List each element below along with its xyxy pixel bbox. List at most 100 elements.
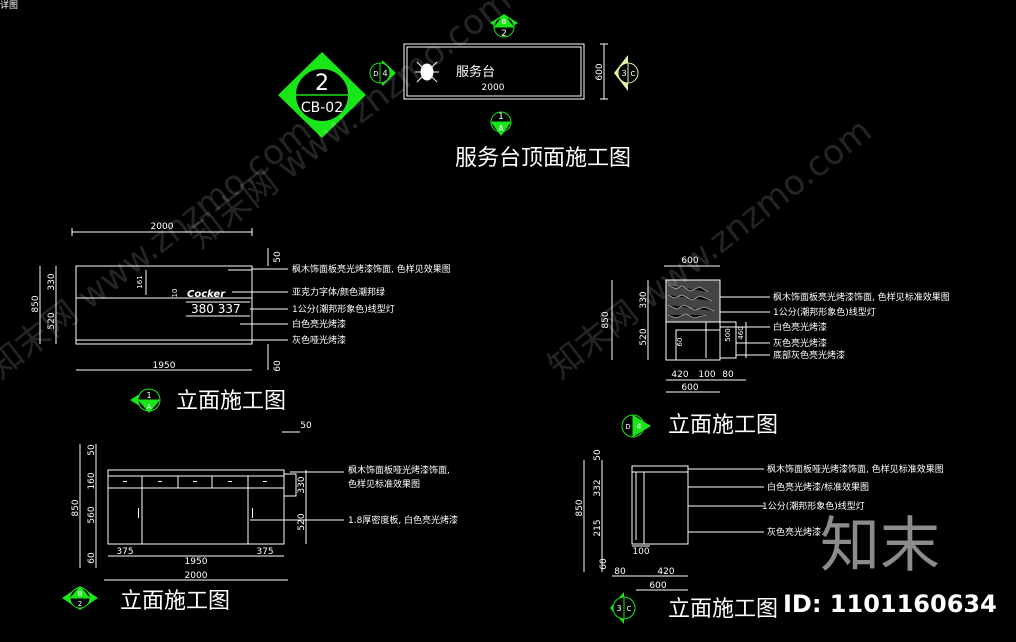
logo-icon: [415, 61, 439, 83]
marker-top-number: B: [502, 18, 507, 26]
ec-dim-420: 420: [657, 567, 674, 577]
ea-dim-60: 60: [273, 360, 283, 372]
desk-label: 服务台: [456, 64, 495, 80]
ed-note-5: 底部灰色亮光烤漆: [773, 349, 845, 361]
eb-marker-sub: 2: [78, 600, 82, 608]
ea-title: 立面施工图: [176, 389, 286, 414]
ec-dim-600: 600: [649, 581, 666, 591]
ed-title: 立面施工图: [668, 413, 778, 438]
elevation-b: 50 850 50 160 560 60 330 520 375 1950 37…: [62, 421, 458, 614]
ea-note-1: 枫木饰面板亮光烤漆饰面, 色样见效果图: [292, 263, 451, 275]
ed-dim-850: 850: [601, 311, 611, 328]
eb-note-3: 1.8厚密度板, 白色亮光烤漆: [348, 514, 458, 526]
ed-note-3: 白色亮光烤漆: [773, 321, 827, 333]
elevation-c: 850 50 332 215 60 100 80 420 600 枫木饰面板哑光…: [575, 449, 944, 624]
desk-width-dim: 2000: [482, 83, 505, 93]
eb-dim-850: 850: [71, 499, 81, 516]
ec-marker-sub: C: [627, 605, 632, 613]
ea-dim-330: 330: [47, 273, 57, 290]
big-marker-number: 2: [315, 71, 329, 96]
eb-title: 立面施工图: [120, 589, 230, 614]
corner-text: 详图: [0, 0, 18, 11]
ec-dim-215: 215: [593, 519, 603, 536]
desk-depth-dim: 600: [595, 63, 605, 80]
ec-dim-332: 332: [593, 479, 603, 496]
desk-outline: [403, 43, 585, 100]
ed-dim-600: 600: [681, 383, 698, 393]
ed-dim-100: 100: [698, 370, 715, 380]
marker-left-sub: 4: [382, 69, 387, 78]
ea-marker: 1 A: [130, 388, 161, 413]
ea-dim-850: 850: [31, 295, 41, 312]
marker-left: D 4: [369, 60, 396, 86]
ec-marker: 3 C: [610, 592, 636, 624]
ec-note-3: 1公分(潮邦形象色)线型灯: [762, 500, 865, 512]
ea-note-4: 白色亮光烤漆: [292, 318, 346, 330]
ed-dim-420: 420: [671, 370, 688, 380]
eb-dim-h60: 60: [87, 552, 97, 564]
top-plan: 2 CB-02 服务台 2000 600 B 2: [278, 14, 639, 171]
ea-sign-dims: 380 337: [191, 302, 241, 316]
id-label: ID: 1101160634: [783, 590, 997, 618]
marker-left-number: D: [373, 70, 378, 78]
marker-right-number: 3: [621, 69, 626, 78]
eb-dim-h50: 50: [87, 444, 97, 456]
ea-dim-50: 50: [273, 251, 283, 263]
ed-dim-top: 600: [681, 256, 698, 266]
ed-dim-80: 80: [722, 370, 734, 380]
marker-bottom-number: 1: [498, 112, 504, 122]
ec-dim-100: 100: [632, 547, 649, 557]
ea-dim-520: 520: [47, 312, 57, 329]
ed-marker-number: D: [625, 423, 630, 431]
elevation-a: 2000 Cocker 380 337 161 10 850 330 520 5…: [31, 222, 451, 414]
ed-note-4: 灰色亮光烤漆: [773, 337, 827, 349]
desk-inner: [406, 46, 582, 97]
eb-dim-2000: 2000: [185, 571, 208, 581]
ea-marker-sub: A: [147, 403, 152, 411]
ea-note-2: 亚克力字体/颜色潮邦绿: [292, 286, 385, 298]
ed-dim-330: 330: [639, 291, 649, 308]
ec-dim-850: 850: [575, 499, 585, 516]
ea-note-5: 灰色哑光烤漆: [292, 334, 346, 346]
ec-marker-number: 3: [616, 604, 621, 613]
eb-dim-520: 520: [297, 513, 307, 530]
watermark-2: 知末网 www.znzmo.com: [181, 0, 519, 257]
ec-note-1: 枫木饰面板哑光烤漆饰面, 色样见标准效果图: [767, 463, 944, 475]
eb-dim-330: 330: [297, 476, 307, 493]
ec-dim-50: 50: [593, 449, 603, 461]
ec-dim-60: 60: [599, 558, 609, 570]
elevation-d: 600 850 330 520 60 500 460 420 100 80 60…: [601, 256, 950, 438]
eb-dim-h560: 560: [87, 506, 97, 523]
watermark-1: 知末网 www.znzmo.com: [0, 111, 319, 387]
ed-dim-520: 520: [639, 328, 649, 345]
ed-dim-60: 60: [676, 338, 684, 347]
marker-top-sub: 2: [501, 29, 507, 39]
eb-note-1: 枫木饰面板哑光烤漆饰面,: [348, 464, 450, 476]
ea-dim-161: 161: [136, 275, 144, 288]
eb-dim-1950: 1950: [185, 557, 208, 567]
eb-marker-number: B: [78, 590, 83, 598]
top-plan-title: 服务台顶面施工图: [455, 146, 631, 171]
eb-dim-50: 50: [300, 421, 312, 431]
watermark-logo: 知末: [820, 511, 940, 581]
ea-marker-number: 1: [146, 391, 151, 400]
big-marker-code: CB-02: [301, 100, 343, 116]
ed-note-1: 枫木饰面板亮光烤漆饰面, 色样见标准效果图: [773, 291, 950, 303]
ea-dim-10: 10: [171, 289, 179, 298]
ec-note-2: 白色亮光烤漆/标准效果图: [767, 481, 869, 493]
eb-dim-375b: 375: [256, 547, 273, 557]
marker-bottom: 1 A: [490, 111, 512, 136]
eb-dim-h160: 160: [87, 472, 97, 489]
ed-dim-500: 500: [724, 328, 732, 341]
marker-bottom-sub: A: [498, 124, 504, 133]
ea-dim-top: 2000: [151, 222, 174, 232]
marker-right: 3 C: [614, 55, 639, 91]
eb-note-2: 色样见标准效果图: [348, 478, 420, 490]
ed-marker-sub: 4: [636, 422, 641, 431]
eb-dim-375a: 375: [116, 547, 133, 557]
ed-note-2: 1公分(潮邦形象色)线型灯: [773, 306, 876, 318]
ed-marker: D 4: [621, 414, 651, 438]
eb-marker: B 2: [62, 586, 98, 610]
ea-note-3: 1公分(潮邦形象色)线型灯: [292, 303, 395, 315]
